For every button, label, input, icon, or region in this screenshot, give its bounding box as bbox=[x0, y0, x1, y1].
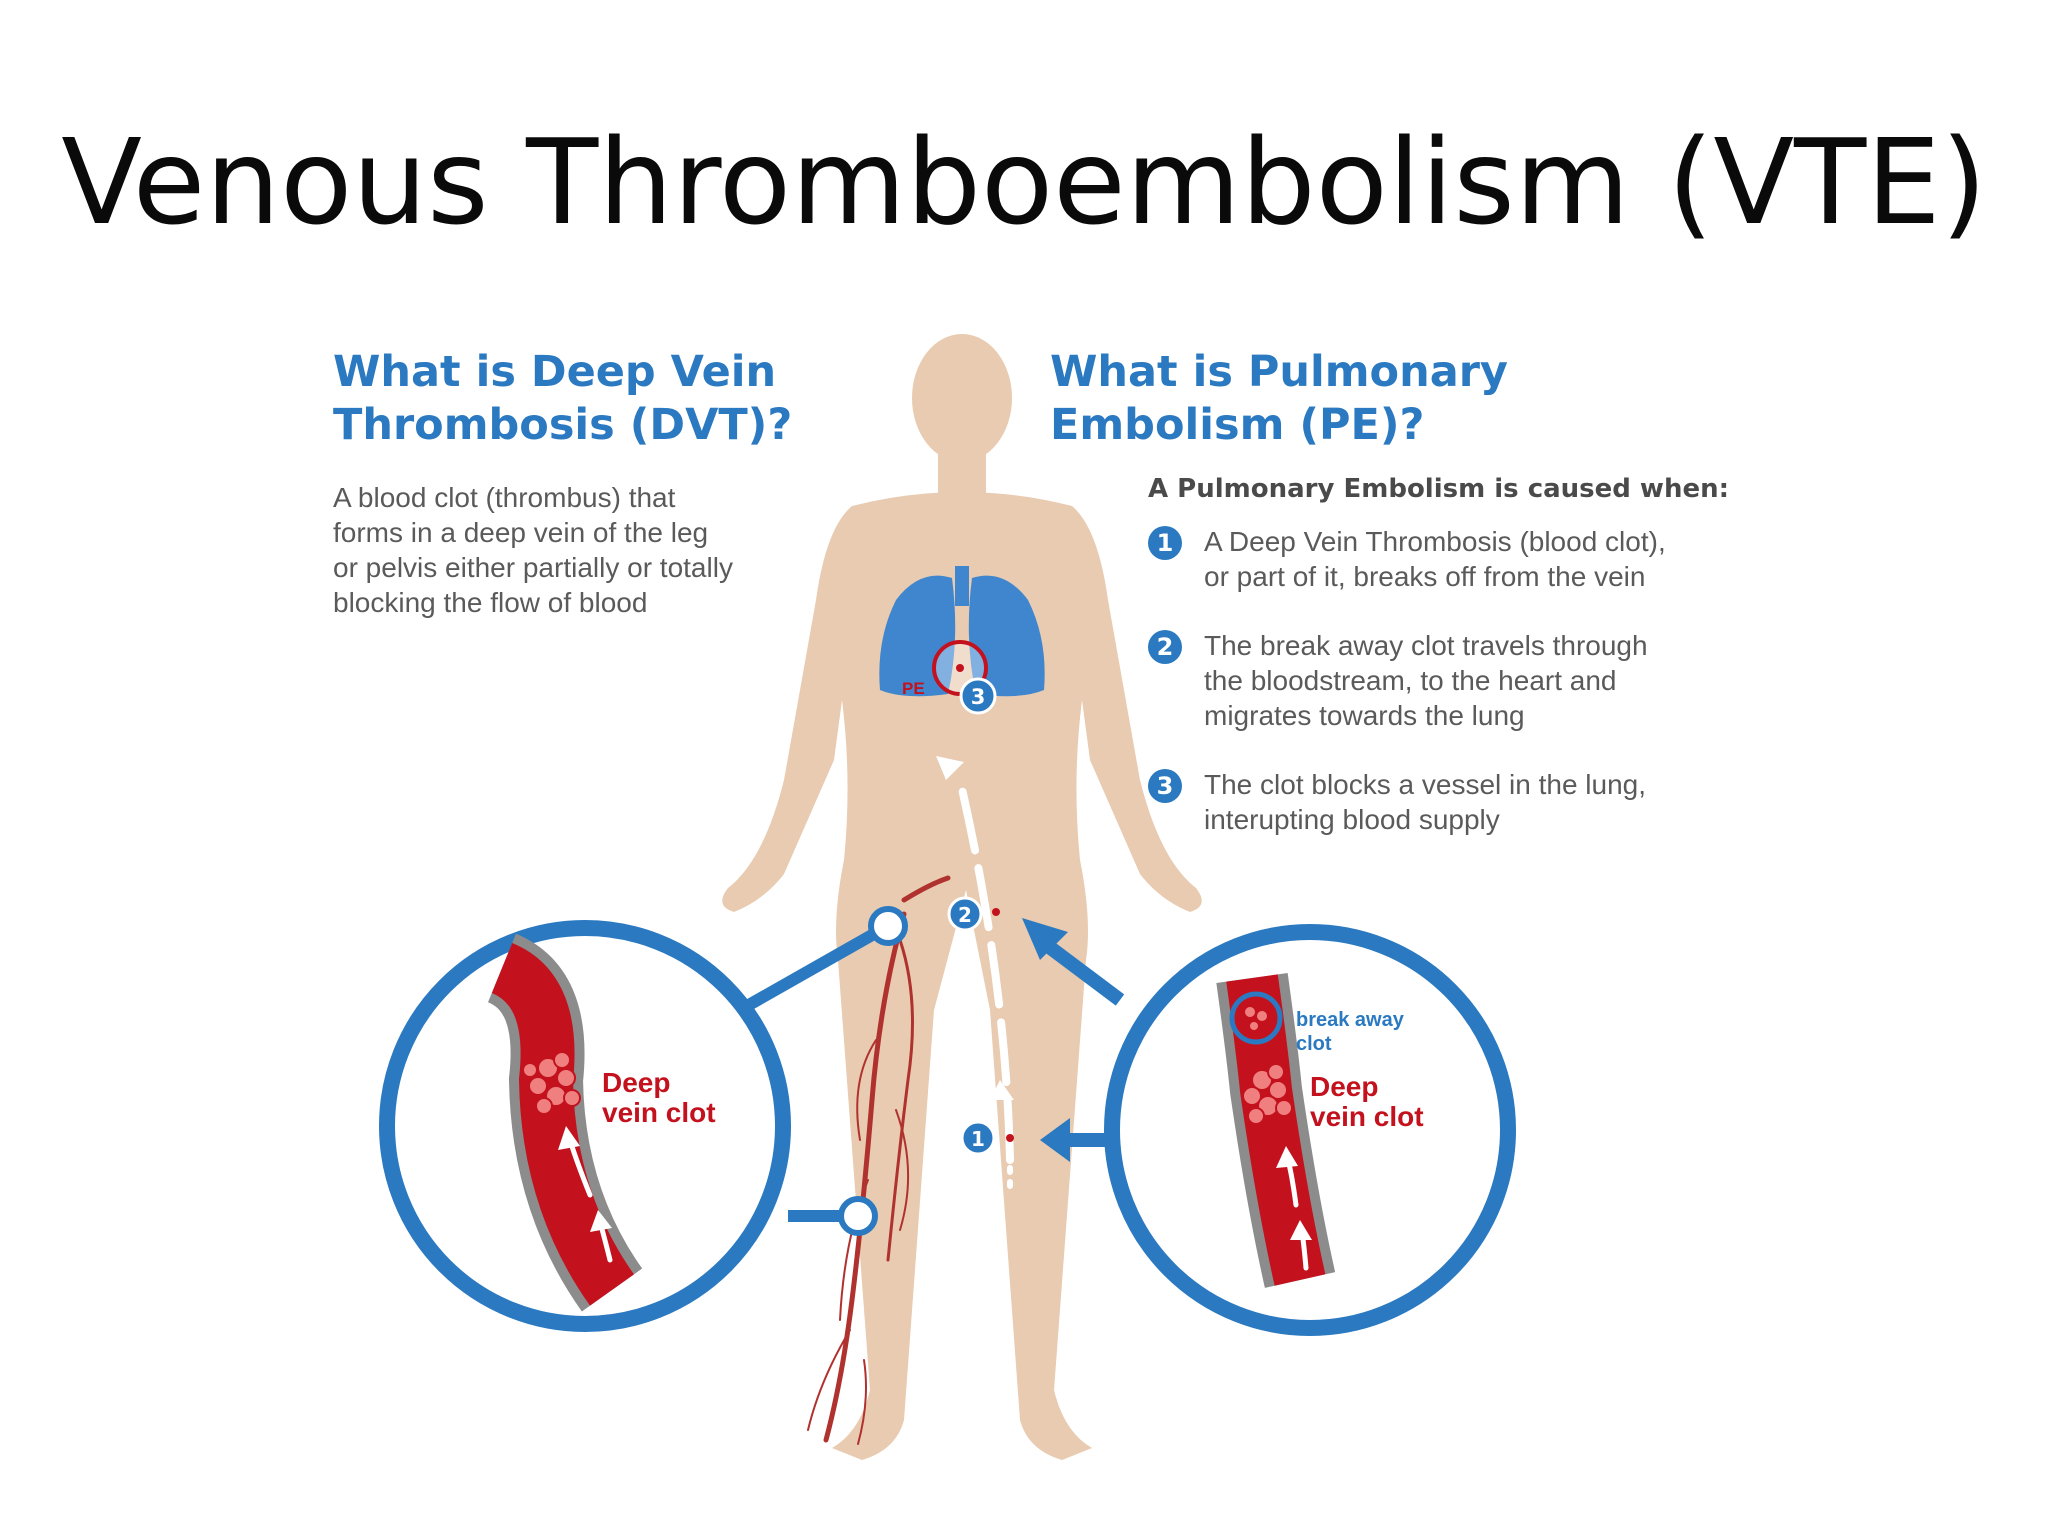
step-text-line: interupting blood supply bbox=[1204, 804, 1500, 835]
dvt-description-line: forms in a deep vein of the leg bbox=[333, 517, 709, 548]
slide-title: Venous Thromboembolism (VTE) bbox=[61, 113, 1987, 251]
marker-1-label: 1 bbox=[971, 1127, 985, 1151]
clot-cluster-icon bbox=[1242, 1063, 1293, 1125]
pe-intro: A Pulmonary Embolism is caused when: bbox=[1148, 474, 1730, 504]
step-text-line: A Deep Vein Thrombosis (blood clot), bbox=[1204, 526, 1666, 557]
clot-travel-path bbox=[956, 776, 1014, 1193]
step-text-line: the bloodstream, to the heart and bbox=[1204, 665, 1617, 696]
step-text-line: The break away clot travels through bbox=[1204, 630, 1648, 661]
step-number-badge: 1 bbox=[1148, 526, 1182, 560]
marker-1-badge bbox=[960, 1120, 996, 1156]
left-callout-label-line2: vein clot bbox=[602, 1097, 716, 1128]
pe-label: PE bbox=[902, 679, 925, 698]
dvt-heading-line1: What is Deep Vein bbox=[333, 347, 777, 397]
marker-2-badge bbox=[947, 896, 983, 932]
breakaway-clot-marker bbox=[1229, 991, 1283, 1045]
left-callout-connector bbox=[737, 906, 908, 1236]
leg-veins bbox=[807, 875, 951, 1445]
right-callout-label-line1: Deep bbox=[1310, 1071, 1378, 1102]
step-text-line: migrates towards the lung bbox=[1204, 700, 1525, 731]
step-markers: 2 1 bbox=[947, 896, 1014, 1156]
breakaway-label-line2: clot bbox=[1296, 1033, 1332, 1055]
body-silhouette bbox=[722, 334, 1202, 1460]
pe-heading: What is Pulmonary Embolism (PE)? bbox=[1050, 346, 1508, 452]
dvt-heading-line2: Thrombosis (DVT)? bbox=[333, 400, 793, 450]
step-number-badge: 2 bbox=[1148, 630, 1182, 664]
step-text-line: The clot blocks a vessel in the lung, bbox=[1204, 769, 1647, 800]
left-callout-label-line1: Deep bbox=[602, 1067, 670, 1098]
marker-3-label: 3 bbox=[971, 685, 986, 709]
up-arrow-icon bbox=[936, 756, 1014, 1100]
left-vein-callout: Deep vein clot bbox=[379, 920, 791, 1332]
step-text: The break away clot travels through the … bbox=[1204, 628, 1764, 733]
marker-3-badge bbox=[959, 677, 997, 715]
step-text: A Deep Vein Thrombosis (blood clot), or … bbox=[1204, 524, 1764, 594]
pe-heading-line2: Embolism (PE)? bbox=[1050, 400, 1425, 450]
dvt-description-line: blocking the flow of blood bbox=[333, 587, 648, 618]
dvt-heading: What is Deep Vein Thrombosis (DVT)? bbox=[333, 346, 792, 452]
breakaway-label-line1: break away bbox=[1296, 1009, 1405, 1031]
pe-target-marker: PE 3 bbox=[902, 640, 997, 715]
step-number-badge: 3 bbox=[1148, 769, 1182, 803]
step-text: The clot blocks a vessel in the lung, in… bbox=[1204, 767, 1764, 837]
right-vein-callout: break away clot Deep vein clot bbox=[1104, 924, 1516, 1336]
step-text-line: or part of it, breaks off from the vein bbox=[1204, 561, 1646, 592]
right-callout-label-line2: vein clot bbox=[1310, 1101, 1424, 1132]
dvt-description-line: or pelvis either partially or totally bbox=[333, 552, 733, 583]
clot-cluster-icon bbox=[522, 1051, 581, 1115]
pe-heading-line1: What is Pulmonary bbox=[1050, 347, 1508, 397]
marker-2-label: 2 bbox=[958, 903, 972, 927]
dvt-description: A blood clot (thrombus) that forms in a … bbox=[333, 480, 733, 620]
dvt-description-line: A blood clot (thrombus) that bbox=[333, 482, 676, 513]
